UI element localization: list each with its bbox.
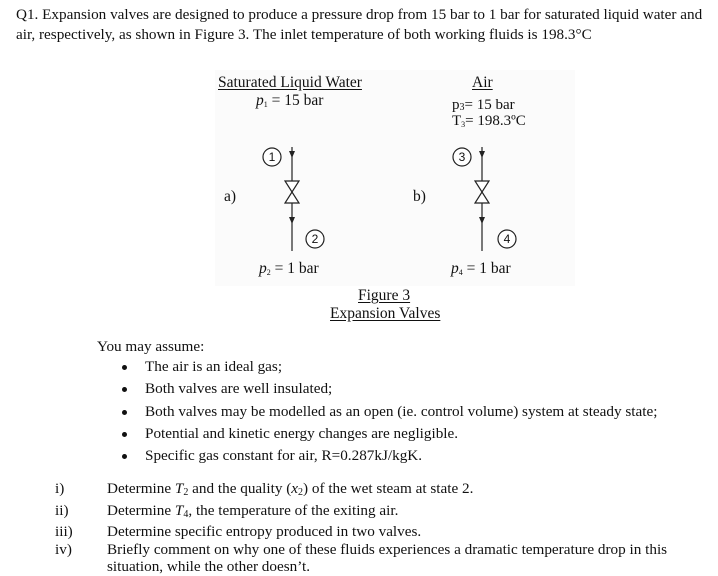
assumption-item: Both valves are well insulated; — [120, 379, 657, 401]
task-item: iv) Briefly comment on why one of these … — [55, 541, 715, 576]
valve-icon — [473, 180, 491, 204]
water-valve-schematic — [283, 147, 301, 251]
figure-caption-number: Figure 3 — [358, 287, 411, 304]
task-list: i) Determine T2 and the quality (x2) of … — [55, 480, 715, 576]
state-3-marker — [452, 147, 472, 167]
task-text: Briefly comment on why one of these flui… — [107, 540, 668, 576]
panel-label-a: a) — [224, 188, 237, 205]
task-item: ii) Determine T4, the temperature of the… — [55, 502, 715, 524]
state-3-label: 3 — [458, 150, 466, 164]
panel-label-b: b) — [413, 188, 426, 205]
bullet-icon — [122, 431, 127, 437]
valve-icon — [283, 180, 301, 204]
assumption-item: Specific gas constant for air, R=0.287kJ… — [120, 446, 657, 468]
task-number: i) — [55, 480, 65, 497]
water-fluid-title: Saturated Liquid Water — [218, 74, 362, 91]
task-number: iii) — [55, 523, 73, 540]
bullet-icon — [122, 454, 127, 460]
bullet-icon — [122, 409, 127, 415]
task-item: i) Determine T2 and the quality (x2) of … — [55, 480, 715, 502]
task-text: Determine T4, the temperature of the exi… — [107, 501, 399, 520]
task-number: iv) — [55, 540, 72, 558]
water-outlet-pressure: p2 = 1 bar — [259, 260, 319, 277]
task-text: Determine T2 and the quality (x2) of the… — [107, 480, 474, 498]
air-inlet-pressure: p3= 15 bar — [452, 97, 515, 113]
assumptions-title: You may assume: — [97, 338, 205, 355]
figure-background — [215, 70, 575, 286]
air-fluid-title: Air — [472, 74, 493, 91]
state-4-label: 4 — [503, 232, 511, 246]
assumptions-list: The air is an ideal gas; Both valves are… — [120, 357, 657, 468]
task-item: iii) Determine specific entropy produced… — [55, 523, 715, 541]
figure-caption-title: Expansion Valves — [330, 305, 441, 322]
state-2-label: 2 — [311, 232, 319, 246]
task-text: Determine specific entropy produced in t… — [107, 523, 422, 540]
task-number: ii) — [55, 501, 69, 519]
air-valve-schematic — [473, 147, 491, 251]
state-2-marker — [305, 229, 325, 249]
bullet-icon — [122, 365, 127, 370]
air-outlet-pressure: p4 = 1 bar — [451, 260, 511, 277]
air-inlet-temperature: T3= 198.3ºC — [452, 113, 526, 129]
assumption-item: Both valves may be modelled as an open (… — [120, 402, 657, 424]
state-1-marker — [262, 147, 282, 167]
assumption-item: Potential and kinetic energy changes are… — [120, 424, 657, 446]
state-1-label: 1 — [268, 150, 276, 164]
water-inlet-pressure: p1 = 15 bar — [256, 92, 324, 109]
bullet-icon — [122, 387, 127, 393]
state-4-marker — [497, 229, 517, 249]
assumption-item: The air is an ideal gas; — [120, 357, 657, 379]
question-intro: Q1. Expansion valves are designed to pro… — [16, 6, 703, 43]
